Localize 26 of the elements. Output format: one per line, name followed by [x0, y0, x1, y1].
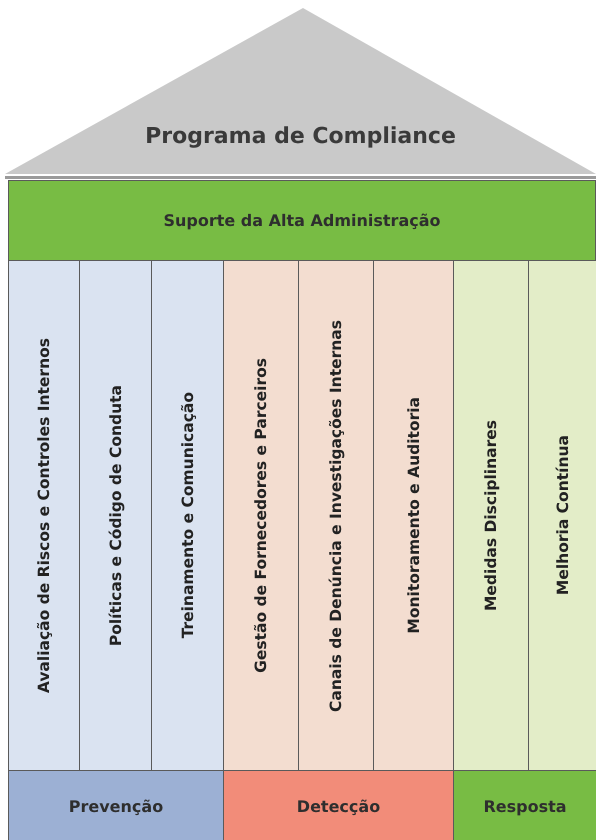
pillar-label: Canais de Denúncia e Investigações Internas	[327, 320, 345, 712]
pillar-label: Gestão de Fornecedores e Parceiros	[252, 358, 270, 673]
pillar-column	[8, 260, 80, 771]
foundation-label: Detecção	[296, 796, 380, 816]
beam-band	[8, 180, 596, 261]
pillar-label: Avaliação de Riscos e Controles Internos	[35, 338, 53, 694]
pillar-column	[298, 260, 374, 771]
pillar-column	[373, 260, 454, 771]
foundation-band	[453, 770, 596, 840]
pillar-label: Melhoria Contínua	[554, 435, 572, 596]
pillar-column	[151, 260, 224, 771]
foundation-band	[8, 770, 224, 840]
pillar-label: Políticas e Código de Conduta	[106, 384, 124, 646]
beam-label: Suporte da Alta Administração	[163, 211, 441, 230]
pillar-column	[528, 260, 596, 771]
pillar-label: Treinamento e Comunicação	[178, 392, 196, 639]
pillar-label: Medidas Disciplinares	[482, 420, 500, 612]
pillar-column	[223, 260, 299, 771]
pillar-column	[79, 260, 152, 771]
roof-triangle	[5, 8, 596, 174]
foundation-band	[223, 770, 454, 840]
foundation-label: Resposta	[483, 796, 567, 816]
foundation-label: Prevenção	[68, 796, 164, 816]
roof-title: Programa de Compliance	[144, 124, 457, 149]
pillar-label: Monitoramento e Auditoria	[404, 397, 422, 634]
pillar-column	[453, 260, 529, 771]
